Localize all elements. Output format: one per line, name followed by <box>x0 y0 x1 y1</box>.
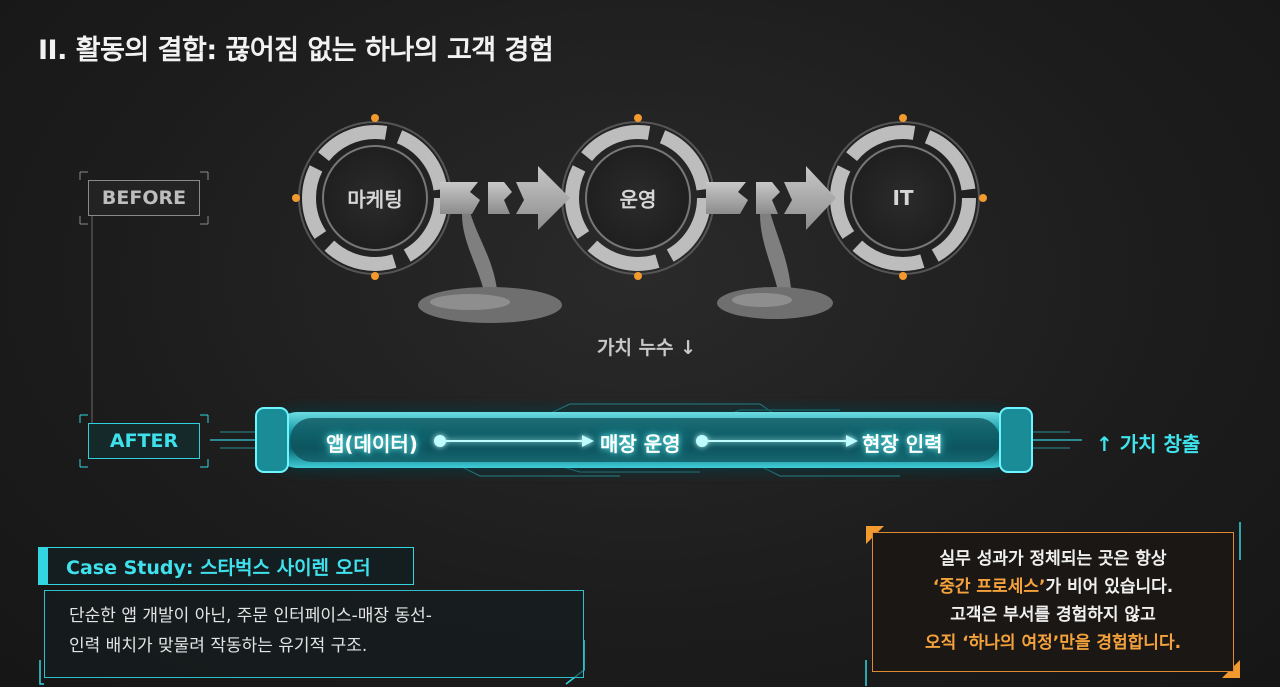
after-tag-frame <box>79 414 209 468</box>
case-study-body: 단순한 앱 개발이 아닌, 주문 인터페이스-매장 동선- 인력 배치가 맞물려… <box>44 590 584 678</box>
node-label-it: IT <box>892 186 914 210</box>
node-dot <box>371 114 379 122</box>
pipe-step-app-data: 앱(데이터) <box>326 432 418 456</box>
pipe-streaks <box>210 431 1082 449</box>
broken-arrow-1 <box>440 166 570 300</box>
quote-highlight-1: ‘중간 프로세스’ <box>932 577 1046 597</box>
pipe-flow-arrows <box>434 435 858 447</box>
quote-frame-deco <box>865 522 1241 686</box>
insight-quote-box: 실무 성과가 정체되는 곳은 항상 ‘중간 프로세스’가 비어 있습니다. 고객… <box>872 532 1234 672</box>
before-tag-frame <box>79 171 209 225</box>
case-study-line-1: 단순한 앱 개발이 아닌, 주문 인터페이스-매장 동선- <box>69 606 432 626</box>
node-dot <box>634 272 642 280</box>
before-tag: BEFORE <box>88 180 200 216</box>
node-dot <box>899 114 907 122</box>
quote-line-2-rest: 가 비어 있습니다. <box>1045 577 1174 597</box>
page-title: II. 활동의 결합: 끊어짐 없는 하나의 고객 경험 <box>38 35 554 66</box>
broken-arrow-2 <box>706 166 836 300</box>
node-dot <box>371 272 379 280</box>
quote-line-2: ‘중간 프로세스’가 비어 있습니다. <box>873 573 1233 601</box>
node-dot <box>634 114 642 122</box>
ring-it <box>826 114 987 280</box>
node-label-marketing: 마케팅 <box>347 187 403 212</box>
quote-line-1: 실무 성과가 정체되는 곳은 항상 <box>939 549 1167 569</box>
ring-operations <box>561 114 715 280</box>
node-dot <box>292 194 300 202</box>
quote-line-3: 고객은 부서를 경험하지 않고 <box>950 605 1156 625</box>
case-study-line-2: 인력 배치가 맞물려 작동하는 유기적 구조. <box>69 636 368 656</box>
node-dot <box>899 272 907 280</box>
node-label-operations: 운영 <box>619 187 657 212</box>
quote-highlight-2: 오직 ‘하나의 여정’ <box>924 633 1060 653</box>
node-dot <box>979 194 987 202</box>
quote-line-4: 오직 ‘하나의 여정’만을 경험합니다. <box>873 629 1233 657</box>
after-tag: AFTER <box>88 423 200 459</box>
value-leak-label: 가치 누수 ↓ <box>597 337 697 359</box>
case-study-heading: Case Study: 스타벅스 사이렌 오더 <box>38 547 414 585</box>
quote-line-4-rest: 만을 경험합니다. <box>1059 633 1182 653</box>
value-creation-label: ↑ 가치 창출 <box>1096 432 1201 456</box>
pipe-step-store-ops: 매장 운영 <box>600 432 681 456</box>
ring-marketing <box>292 114 452 280</box>
glowing-pipe <box>255 407 1033 473</box>
pipe-step-field-staff: 현장 인력 <box>862 432 943 456</box>
case-study-frame-deco <box>39 640 585 685</box>
circuit-traces <box>459 403 900 477</box>
